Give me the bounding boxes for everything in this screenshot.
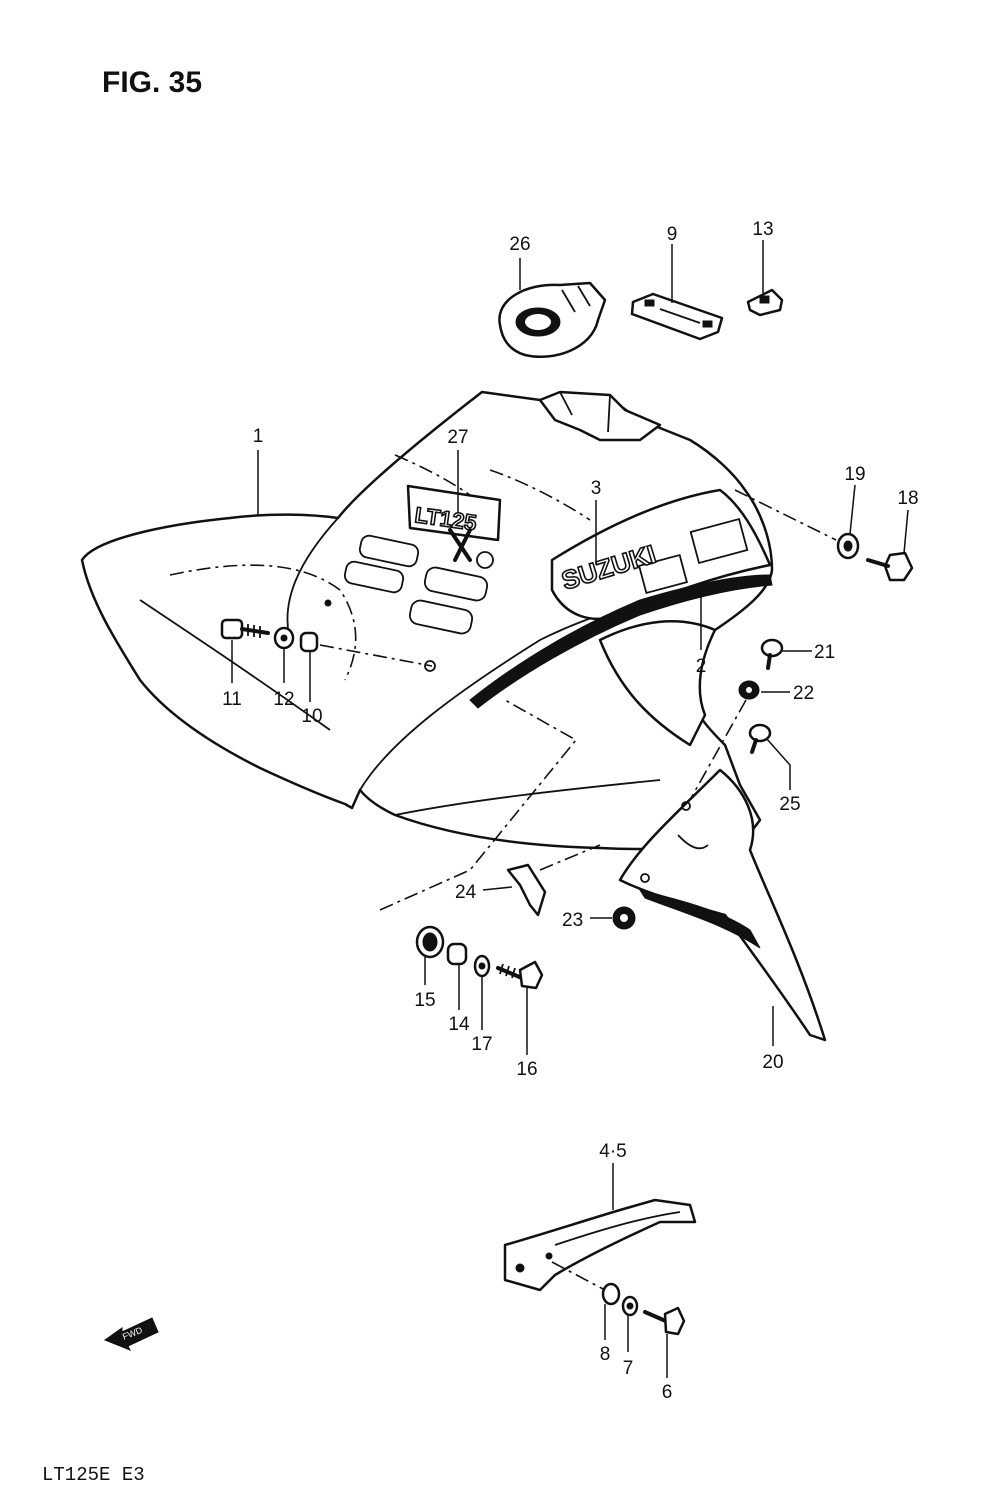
ring-grommet-part [498,281,607,358]
label-part-19: 19 [844,464,865,485]
label-part-10: 10 [301,706,322,727]
leader-19-dash [734,489,837,541]
mud-flap-part [618,768,827,1042]
grommet-15-part [415,925,445,959]
leader-lines [231,240,909,1378]
label-part-1: 1 [253,426,264,447]
label-part-24: 24 [455,882,477,903]
label-part-2: 2 [696,656,707,677]
collar-14-part [446,942,468,966]
washer-22-part [738,680,760,700]
bracket-4-5-part [503,1198,697,1292]
label-part-16: 16 [516,1059,537,1080]
label-part-26: 26 [509,234,530,255]
label-part-9: 9 [667,224,678,245]
label-part-15: 15 [414,990,435,1011]
label-part-23: 23 [562,910,583,931]
figure-title: FIG. 35 [102,66,202,99]
label-part-25: 25 [779,794,800,815]
label-part-18: 18 [897,488,918,509]
washer-17-part [473,954,491,978]
leader-8-dash [551,1261,606,1291]
screw-25-part [748,723,772,754]
front-fender-body-part [80,390,774,911]
screw-21-part [760,638,784,670]
forward-arrow-icon: FWD [103,1317,159,1351]
collar-10-part [299,631,319,653]
label-part-21: 21 [814,642,835,663]
clip-24-part [506,863,547,917]
washer-8-part [601,1282,621,1306]
label-part-7: 7 [623,1358,634,1379]
label-part-13: 13 [752,219,773,240]
clip-nut-part [746,288,784,317]
washer-19-part [836,532,860,560]
model-decal-part: LT125 [406,484,502,569]
bolt-11-part [220,618,270,640]
label-part-17: 17 [471,1034,492,1055]
leader-22-dash [689,699,747,801]
part-labels: 1 2 3 4·5 6 7 8 9 10 11 12 13 14 15 16 1… [222,219,918,1403]
bolt-6-part [643,1306,686,1336]
label-part-8: 8 [600,1344,611,1365]
label-part-22: 22 [793,683,814,704]
label-part-11: 11 [222,689,242,710]
side-decal-part: SUZUKI [469,488,773,709]
label-part-27: 27 [447,427,468,448]
model-code: LT125E E3 [42,1464,145,1486]
leader-10-dash [319,644,433,667]
bolt-16-part [496,960,544,990]
mounting-plate-part [630,292,724,341]
washer-12-part [273,626,295,650]
nut-23-part [612,906,636,930]
label-part-12: 12 [273,689,294,710]
label-part-20: 20 [762,1052,783,1073]
label-part-6: 6 [662,1382,673,1403]
label-part-14: 14 [448,1014,470,1035]
washer-7-part [621,1295,639,1317]
label-part-3: 3 [591,478,602,499]
label-part-4-5: 4·5 [599,1141,626,1162]
bolt-18-part [866,551,914,582]
